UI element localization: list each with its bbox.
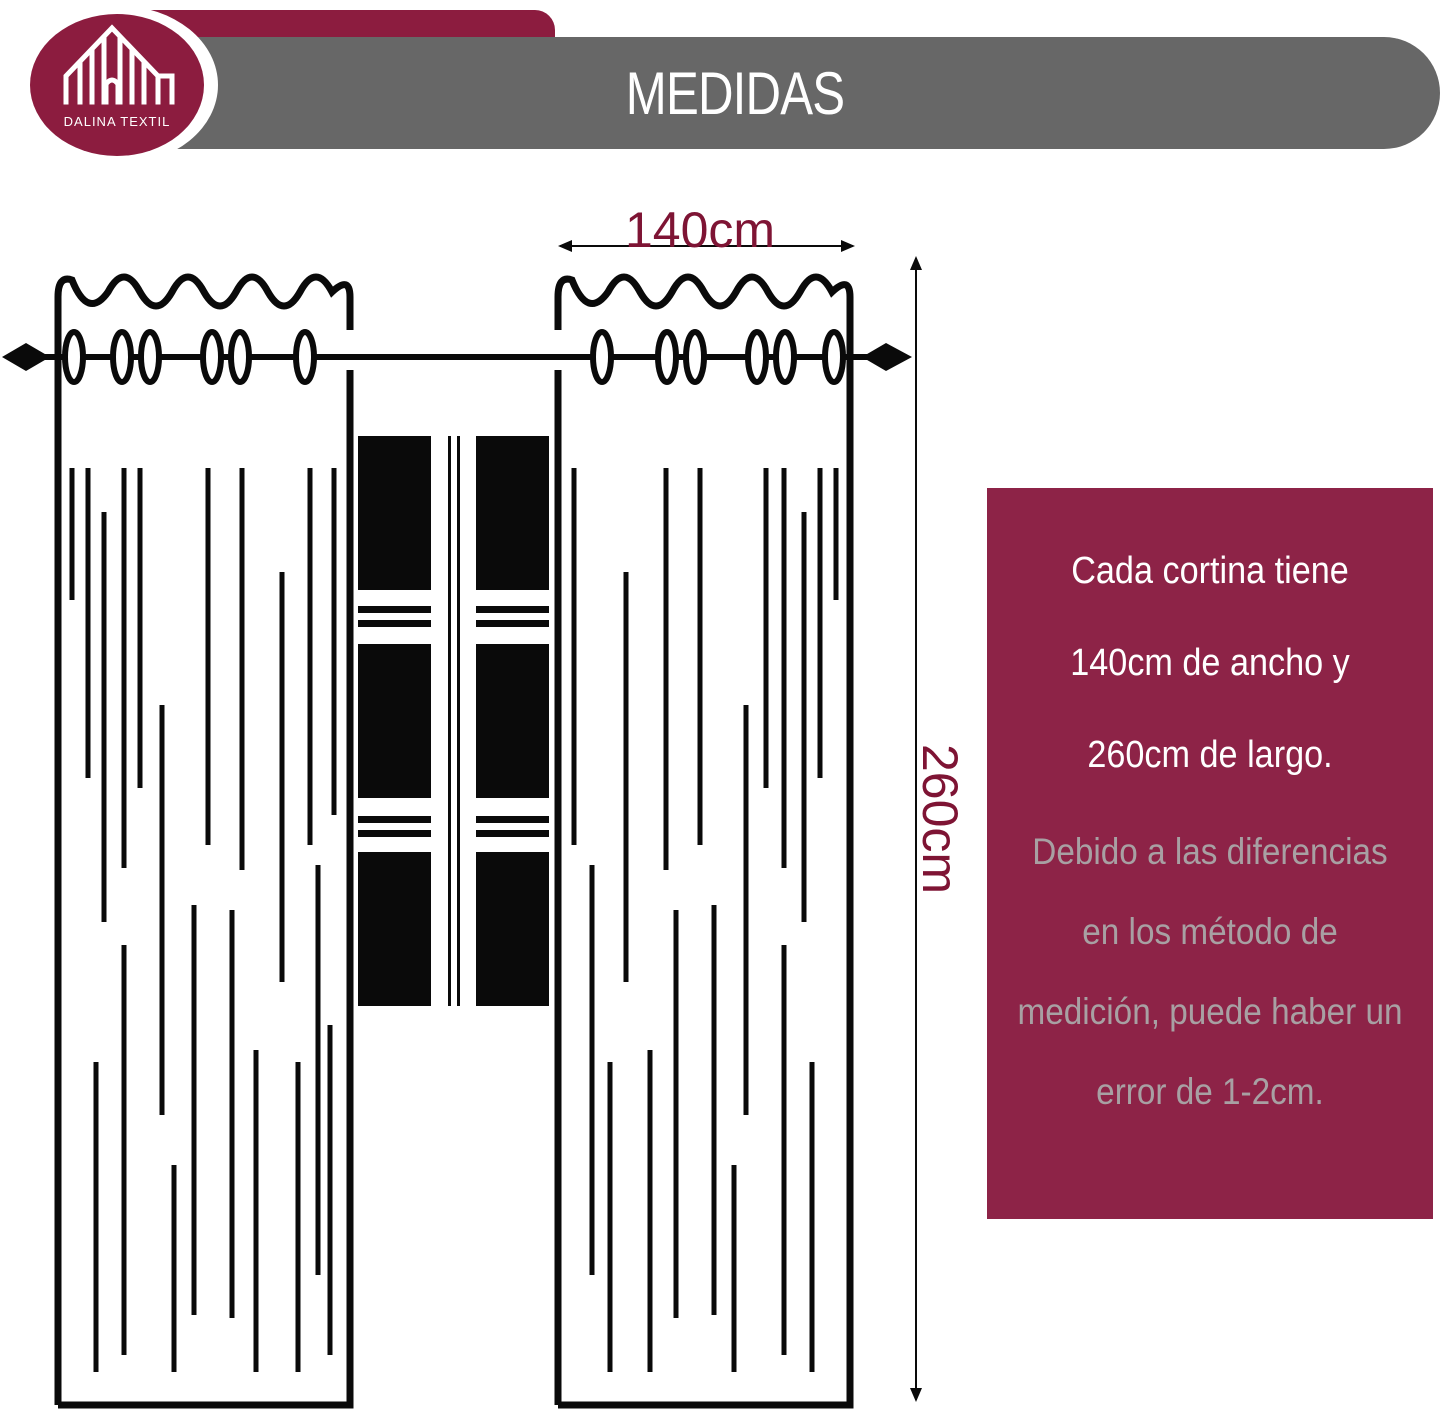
info-note-line: error de 1-2cm. — [1096, 1071, 1324, 1112]
info-note-line: medición, puede haber un — [1017, 991, 1403, 1032]
info-line: 260cm de largo. — [1087, 734, 1333, 776]
height-label: 260cm — [912, 744, 968, 895]
brand-logo: DALINA TEXTIL — [30, 14, 204, 156]
info-note-line: Debido a las diferencias — [1032, 831, 1388, 872]
curtain-left-stripes — [69, 468, 337, 1372]
curtain-left-grommets — [62, 329, 317, 385]
width-dimension-arrow — [558, 240, 855, 252]
height-dimension-arrow — [910, 256, 922, 1402]
building-columns-icon — [63, 24, 175, 105]
page-title: MEDIDAS — [625, 60, 845, 127]
brand-name: DALINA TEXTIL — [63, 114, 171, 129]
curtain-left — [54, 273, 354, 1409]
header-bar — [150, 37, 1440, 149]
width-label: 140cm — [625, 202, 776, 258]
info-box: Cada cortina tiene 140cm de ancho y 260c… — [987, 488, 1433, 1219]
curtain-right-grommets — [590, 329, 846, 385]
info-line: 140cm de ancho y — [1070, 642, 1350, 684]
window — [358, 436, 549, 1006]
curtain-right-stripes — [571, 468, 839, 1372]
curtain-right — [554, 273, 854, 1409]
info-line: Cada cortina tiene — [1071, 550, 1349, 592]
info-note-line: en los método de — [1082, 911, 1338, 952]
